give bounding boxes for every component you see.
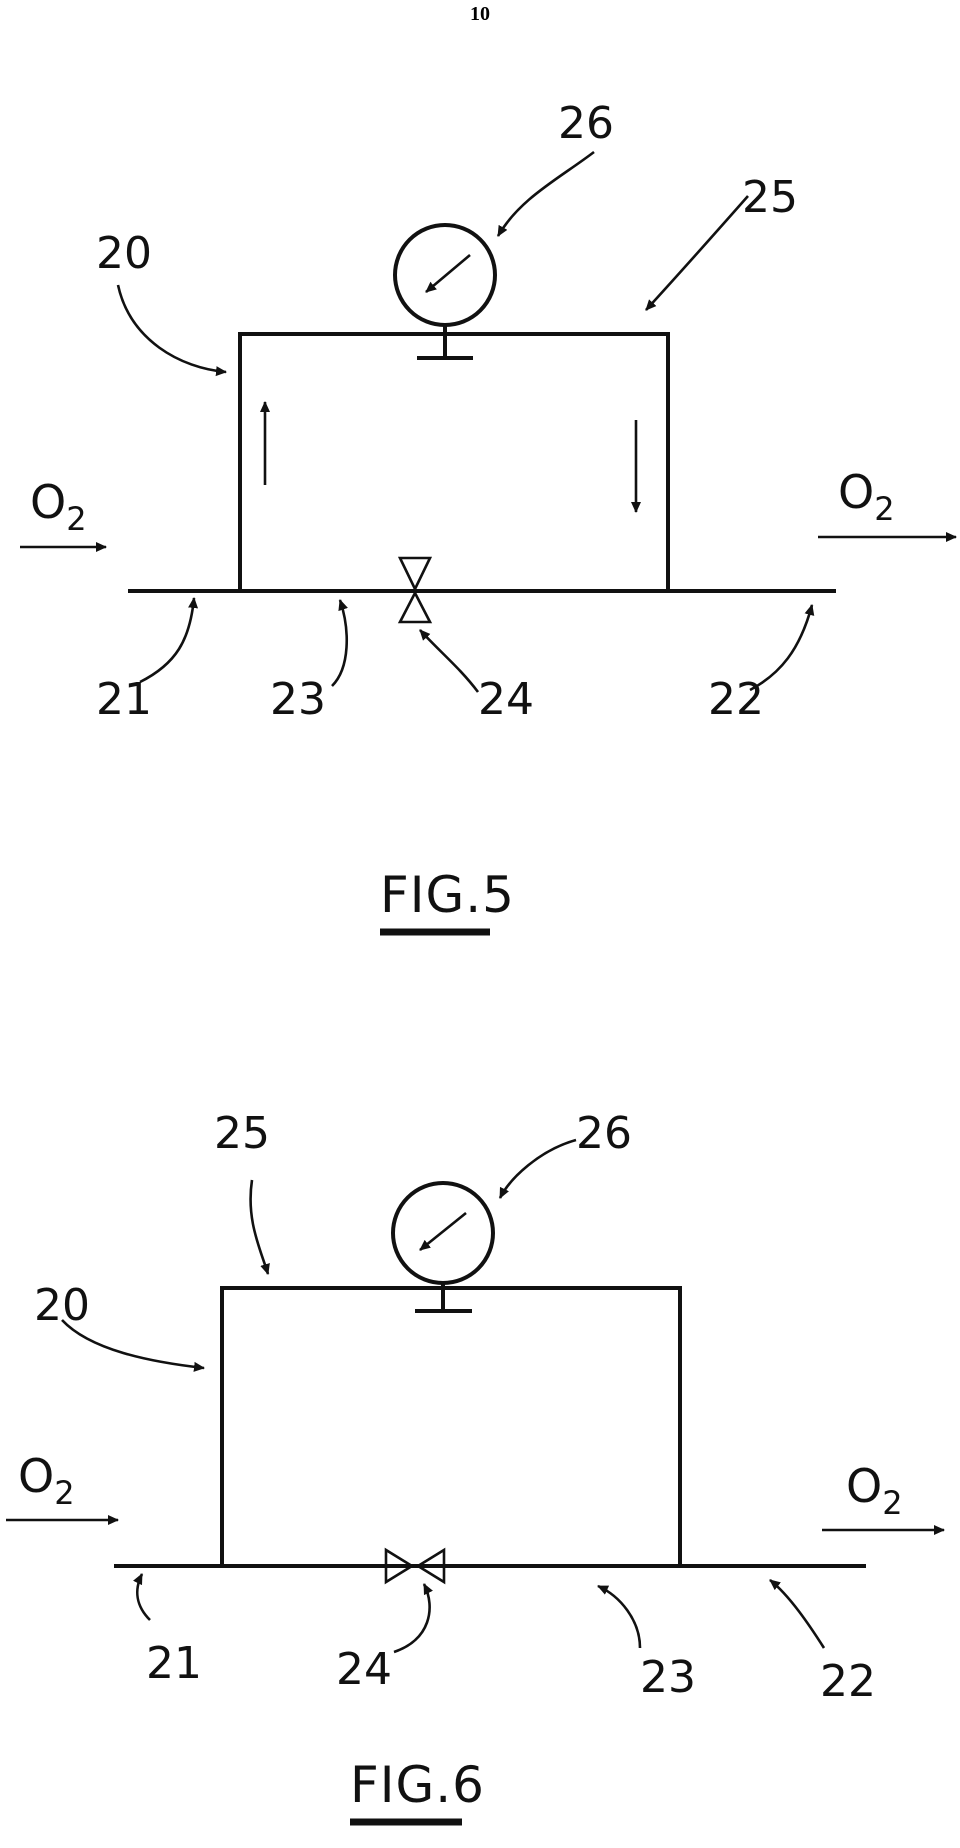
ref-21: 21: [146, 1638, 202, 1689]
leader-24: [393, 1583, 433, 1654]
ref-26: 26: [576, 1108, 632, 1159]
ref-25: 25: [742, 172, 798, 223]
leader-21: [139, 597, 199, 684]
ref-21: 21: [96, 674, 152, 725]
pressure-gauge-icon: [393, 223, 497, 360]
leader-22: [749, 604, 815, 692]
inlet-gas-label: O2: [30, 475, 87, 538]
leader-25: [249, 1179, 270, 1275]
loop-branch: [238, 332, 670, 591]
outlet-gas-label: O2: [846, 1459, 903, 1522]
leader-22: [769, 1578, 826, 1649]
figure-5: O2 O2 26 25 20 21 23 24 22 FIG.5: [20, 98, 957, 936]
ref-24: 24: [478, 674, 534, 725]
leader-24: [419, 629, 480, 693]
figure-6: O2 O2 26 25 20 21 24 23 22 FIG.6: [6, 1108, 945, 1826]
leader-23: [597, 1584, 642, 1649]
leader-20: [61, 1319, 205, 1372]
ref-22: 22: [820, 1656, 876, 1707]
outlet-gas-label: O2: [838, 465, 895, 528]
leader-26: [498, 1138, 577, 1199]
leader-20: [116, 284, 227, 377]
loop-branch: [220, 1286, 682, 1566]
ref-23: 23: [640, 1652, 696, 1703]
ref-20: 20: [34, 1280, 90, 1331]
leader-25: [645, 195, 749, 311]
valve-icon: [397, 556, 433, 624]
page-number: 10: [470, 3, 490, 25]
figure-caption: FIG.5: [380, 866, 515, 924]
leader-26: [496, 150, 595, 237]
figure-caption: FIG.6: [350, 1756, 485, 1814]
leader-23: [331, 599, 348, 687]
ref-22: 22: [708, 674, 764, 725]
inlet-gas-label: O2: [18, 1449, 75, 1512]
ref-24: 24: [336, 1644, 392, 1695]
valve-icon: [384, 1547, 446, 1585]
ref-26: 26: [558, 98, 614, 149]
ref-20: 20: [96, 228, 152, 279]
pressure-gauge-icon: [391, 1181, 495, 1313]
leader-21: [133, 1573, 151, 1621]
ref-25: 25: [214, 1108, 270, 1159]
ref-23: 23: [270, 674, 326, 725]
